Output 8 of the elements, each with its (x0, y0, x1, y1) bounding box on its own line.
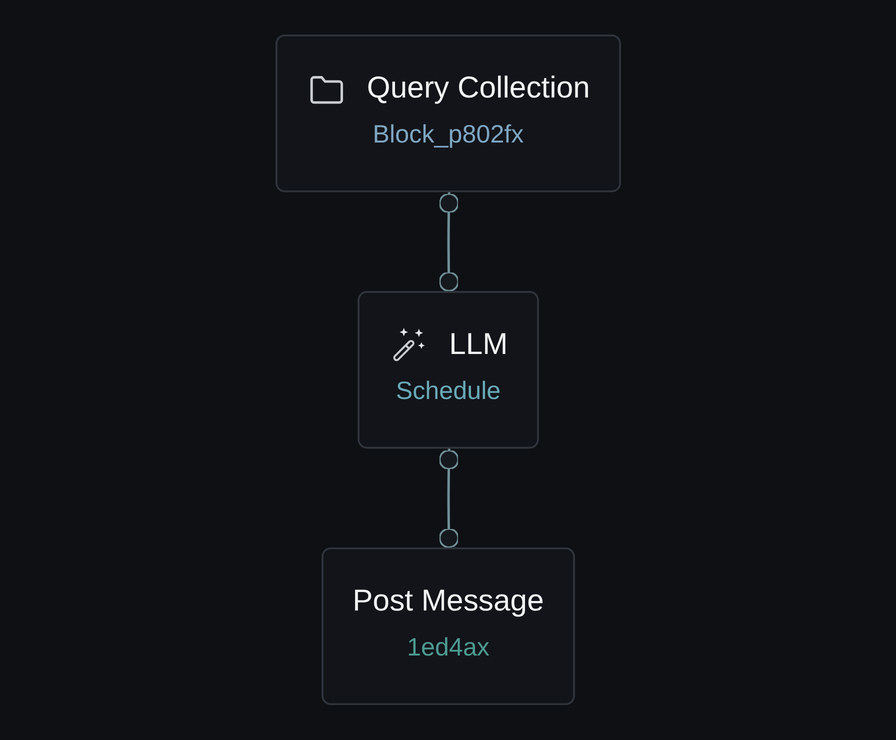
connector (438, 448, 459, 550)
node-title: LLM (448, 327, 508, 361)
node-title: Query Collection (366, 70, 590, 104)
node-title: Post Message (352, 584, 544, 618)
node-tag: Schedule (396, 378, 500, 406)
node-tag: Block_p802fx (372, 121, 524, 150)
connector (438, 192, 459, 293)
node-tag: 1ed4ax (406, 634, 490, 662)
